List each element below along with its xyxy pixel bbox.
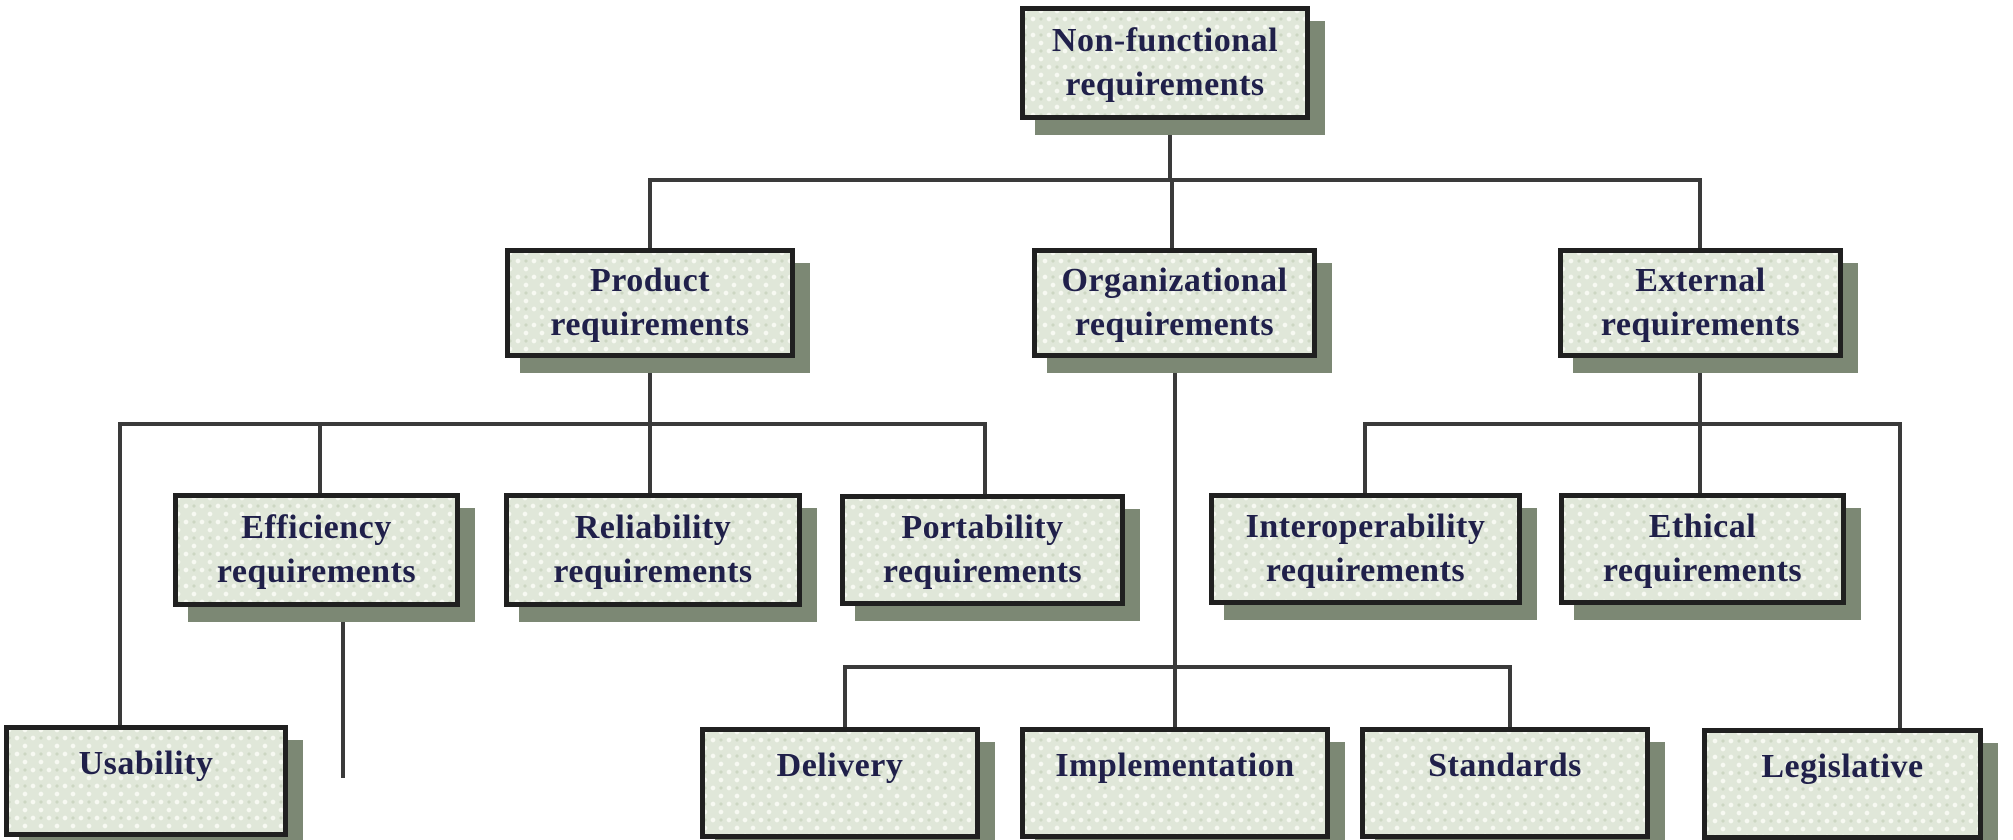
- node-label: Portability requirements: [882, 509, 1083, 590]
- connector-drop-delivery: [843, 665, 847, 731]
- node-label: External requirements: [1600, 262, 1801, 343]
- connector-external-bus: [1363, 422, 1902, 426]
- node-usability: Usability: [4, 725, 288, 837]
- connector-drop-ethical: [1698, 422, 1702, 497]
- node-product: Product requirements: [505, 248, 795, 358]
- node-non-functional: Non-functional requirements: [1020, 6, 1310, 120]
- connector-drop-interoperability: [1363, 422, 1367, 497]
- node-label: Reliability requirements: [553, 509, 753, 590]
- connector-external-stem: [1698, 356, 1702, 426]
- connector-drop-portability: [983, 422, 987, 498]
- node-label: Standards: [1428, 747, 1582, 784]
- node-interoperability: Interoperability requirements: [1209, 493, 1522, 605]
- node-label: Implementation: [1055, 747, 1295, 784]
- connector-product-bus: [118, 422, 987, 426]
- connector-drop-efficiency: [318, 422, 322, 497]
- connector-efficiency-child-stem: [341, 605, 345, 778]
- connector-root-stem: [1168, 116, 1172, 182]
- node-legislative: Legislative: [1702, 728, 1983, 840]
- node-label: Product requirements: [550, 262, 750, 343]
- connector-drop-product: [648, 178, 652, 252]
- node-label: Delivery: [776, 747, 904, 784]
- node-label: Legislative: [1761, 748, 1924, 785]
- connector-drop-organizational: [1170, 178, 1174, 252]
- connector-drop-legislative: [1898, 422, 1902, 732]
- node-efficiency: Efficiency requirements: [173, 493, 460, 607]
- node-implementation: Implementation: [1020, 727, 1330, 839]
- connector-drop-implementation: [1173, 665, 1177, 731]
- connector-level1-bus: [648, 178, 1702, 182]
- node-label: Ethical requirements: [1602, 508, 1803, 589]
- node-label: Non-functional requirements: [1051, 22, 1279, 103]
- node-organizational: Organizational requirements: [1032, 248, 1317, 358]
- node-portability: Portability requirements: [840, 494, 1125, 606]
- node-label: Usability: [78, 745, 214, 782]
- node-label: Efficiency requirements: [216, 509, 417, 590]
- node-reliability: Reliability requirements: [504, 493, 802, 607]
- connector-organizational-bus: [843, 665, 1512, 669]
- node-external: External requirements: [1558, 248, 1843, 358]
- node-delivery: Delivery: [700, 727, 980, 839]
- node-label: Interoperability requirements: [1245, 508, 1486, 589]
- connector-product-stem: [648, 356, 652, 426]
- connector-drop-external: [1698, 178, 1702, 252]
- node-label: Organizational requirements: [1061, 262, 1288, 343]
- connector-drop-reliability: [648, 422, 652, 497]
- connector-organizational-stem: [1173, 356, 1177, 669]
- node-ethical: Ethical requirements: [1559, 493, 1846, 605]
- connector-drop-standards: [1508, 665, 1512, 731]
- node-standards: Standards: [1360, 727, 1650, 839]
- connector-drop-usability: [118, 422, 122, 729]
